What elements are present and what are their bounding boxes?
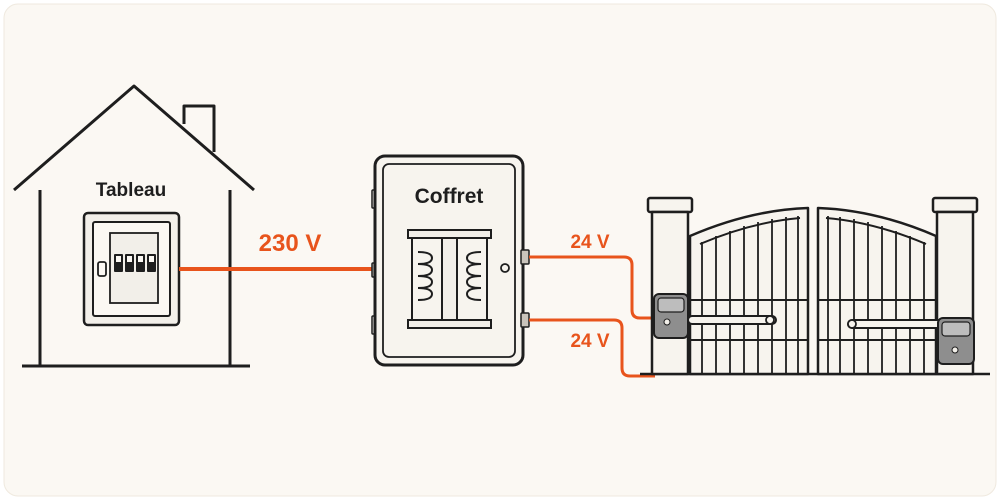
transformer-top-plate [407,229,492,239]
house-chimney [182,104,216,152]
transformer [407,229,492,329]
right-gate-bars [827,216,925,374]
motor-voltage-bottom-label: 24 V [570,331,609,352]
breaker-toggle [127,256,132,262]
box-label: Coffret [415,185,484,208]
house [13,84,255,368]
breaker-toggle [116,256,121,262]
motor-wires [529,255,655,378]
box-output-gland-bottom [520,312,530,328]
left-gate-leaf [688,206,810,376]
electrical-panel [82,211,181,327]
right-arm-pivot [847,319,857,329]
right-motor-arm [847,319,943,329]
breaker-toggle [149,256,154,262]
right-motor [847,317,975,365]
transformer-core [441,237,458,321]
motor-voltage-top-label: 24 V [570,232,609,253]
box-lock [500,263,510,273]
control-box [371,154,530,367]
box-output-gland-top [520,249,530,265]
left-motor-arm [687,315,777,325]
house-roof [13,84,255,192]
right-motor-indicator [951,346,959,354]
left-arm-pivot [765,315,775,325]
panel-switch [97,261,107,277]
left-gate-top-rail [699,217,801,245]
box-door [382,163,516,358]
house-walls [38,190,232,366]
house-label: Tableau [96,180,166,201]
breaker-toggles [116,256,154,262]
left-motor-indicator [663,318,671,326]
right-gate-leaf [816,206,938,376]
left-pillar-cap [646,196,694,214]
supply-voltage-label: 230 V [259,230,322,257]
breaker-toggle [138,256,143,262]
left-motor [653,293,777,339]
motor-wire-top [529,255,655,320]
transformer-bottom-plate [407,319,492,329]
left-motor-cover [657,297,685,313]
secondary-coil [465,251,482,301]
right-motor-cover [941,321,971,337]
left-gate-bars [701,216,799,374]
right-pillar-cap [931,196,979,214]
right-gate-top-rail [825,217,927,245]
primary-coil [417,251,434,301]
motor-wire-bottom [529,318,655,378]
